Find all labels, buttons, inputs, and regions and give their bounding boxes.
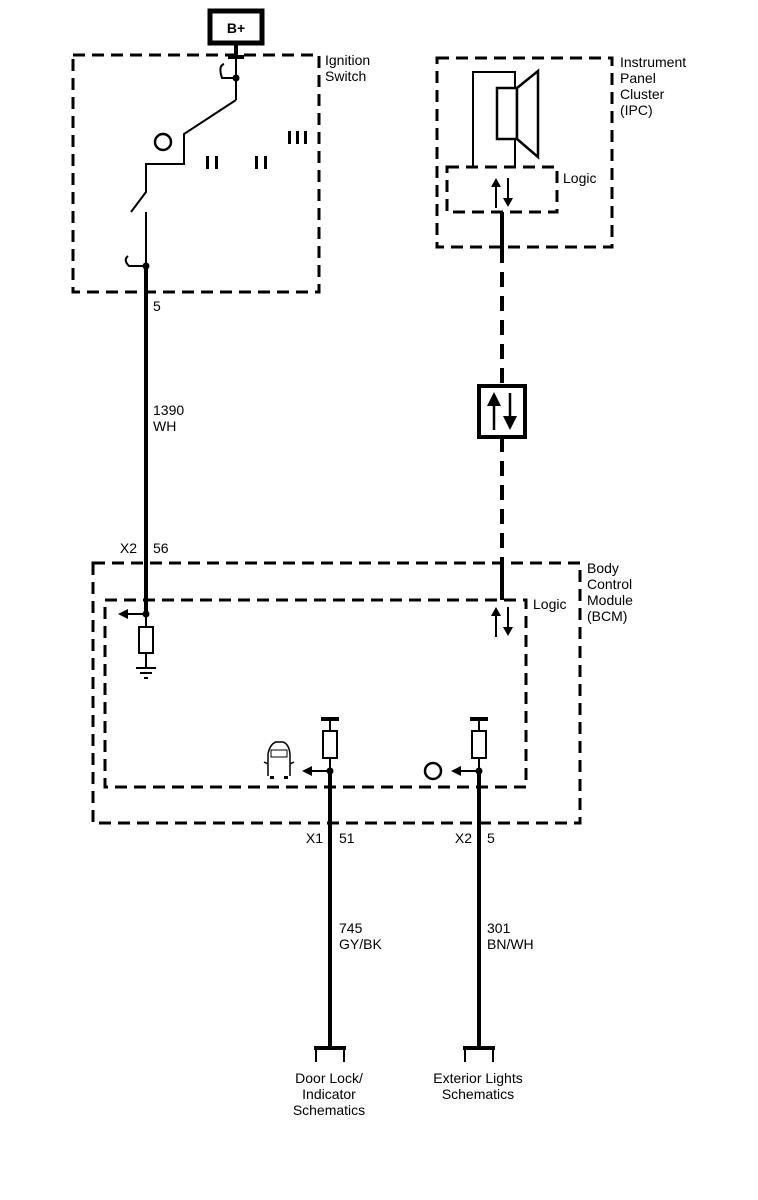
speaker-icon xyxy=(472,68,540,167)
bcm-serial-data-icon xyxy=(491,607,513,637)
ignition-switch-title-1: Ignition xyxy=(325,52,370,68)
door-destination-3: Schematics xyxy=(293,1102,365,1118)
door-circuit-number: 745 xyxy=(339,920,363,936)
ipc-logic-box xyxy=(445,165,559,214)
door-schematic-ref-symbol xyxy=(314,1046,346,1062)
ext-wire-color: BN/WH xyxy=(487,936,534,952)
ignition-switch-title-2: Switch xyxy=(325,68,366,84)
ext-destination-1: Exterior Lights xyxy=(433,1070,522,1086)
serial-data-icon xyxy=(477,384,527,439)
bcm-title-4: (BCM) xyxy=(587,608,627,624)
ipc-box xyxy=(435,56,614,249)
bcm-logic-label: Logic xyxy=(533,596,566,612)
ipc-serial-data-icon xyxy=(491,178,513,208)
bcm-door-input xyxy=(302,717,339,776)
bcm-logic-box xyxy=(103,598,528,789)
ext-connector-pin: 5 xyxy=(487,830,495,846)
bcm-ignition-input xyxy=(118,609,154,667)
ignition-circuit-number: 1390 xyxy=(153,402,184,418)
bcm-lights-input xyxy=(451,717,488,776)
ipc-title-4: (IPC) xyxy=(620,102,653,118)
battery-source: B+ xyxy=(207,8,265,46)
ipc-title-3: Cluster xyxy=(620,86,665,102)
ignition-connector-pin: 56 xyxy=(153,540,169,556)
ignition-switch-box xyxy=(71,53,321,294)
bcm-title-3: Module xyxy=(587,592,633,608)
ignition-wire-color: WH xyxy=(153,418,176,434)
ext-circuit-number: 301 xyxy=(487,920,511,936)
ipc-logic-label: Logic xyxy=(563,170,596,186)
bcm-title-2: Control xyxy=(587,576,632,592)
door-destination-2: Indicator xyxy=(302,1086,356,1102)
door-wire-color: GY/BK xyxy=(339,936,382,952)
ext-connector: X2 xyxy=(455,830,472,846)
ground-icon xyxy=(136,667,156,679)
ignition-connector: X2 xyxy=(120,540,137,556)
ipc-title-2: Panel xyxy=(620,70,656,86)
ignition-switch-contacts xyxy=(124,43,307,270)
ext-schematic-ref-symbol xyxy=(463,1046,495,1062)
battery-label: B+ xyxy=(227,20,245,36)
ipc-title-1: Instrument xyxy=(620,54,686,70)
vehicle-door-icon xyxy=(263,741,295,779)
ext-destination-2: Schematics xyxy=(442,1086,514,1102)
door-connector: X1 xyxy=(306,830,323,846)
door-connector-pin: 51 xyxy=(339,830,355,846)
door-destination-1: Door Lock/ xyxy=(295,1070,363,1086)
ignition-pin: 5 xyxy=(153,298,161,314)
bcm-box xyxy=(91,561,582,825)
bcm-title-1: Body xyxy=(587,560,619,576)
lamp-icon xyxy=(423,761,443,781)
